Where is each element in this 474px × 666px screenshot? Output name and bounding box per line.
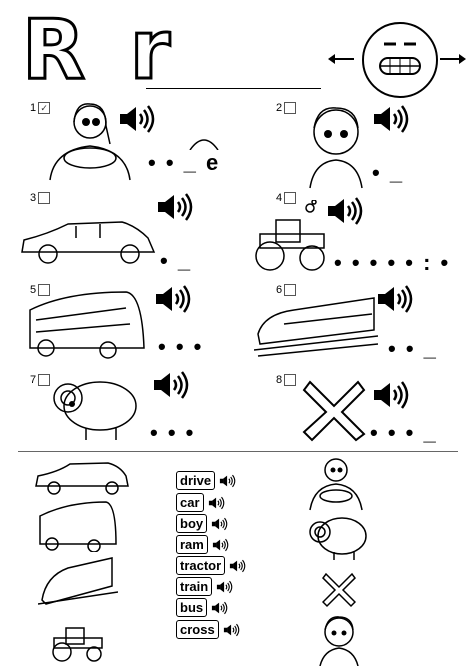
exercise-5-pattern: • • • — [158, 334, 204, 359]
speaker-icon[interactable] — [118, 104, 158, 134]
train-icon — [38, 557, 118, 605]
checkbox-icon[interactable] — [38, 192, 51, 204]
girl-driving-icon — [309, 458, 363, 511]
checkbox-icon[interactable] — [38, 374, 51, 386]
word-label: bus — [176, 598, 208, 617]
ram-icon — [53, 381, 137, 440]
word-item[interactable]: cross — [176, 620, 241, 639]
checkbox-icon[interactable] — [284, 192, 297, 204]
exercise-4-number: 4 — [276, 192, 297, 204]
exercise-1-pattern: • • _ e — [148, 150, 221, 175]
word-label: boy — [176, 514, 208, 533]
checkbox-icon[interactable] — [284, 102, 297, 114]
exercise-7-number: 7 — [30, 374, 51, 386]
exercise-8-number: 8 — [276, 374, 297, 386]
name-write-line — [146, 88, 321, 89]
exercise-7-pattern: • • • — [150, 420, 196, 445]
exercise-3-number: 3 — [30, 192, 51, 204]
word-item[interactable]: ram — [176, 535, 230, 554]
checkbox-icon[interactable]: ✓ — [38, 102, 51, 114]
boy-icon — [319, 616, 359, 666]
speaker-icon[interactable] — [219, 474, 237, 488]
speaker-icon[interactable] — [223, 623, 241, 637]
exercise-6-number: 6 — [276, 284, 297, 296]
exercise-5-number: 5 — [30, 284, 51, 296]
speaker-icon[interactable] — [372, 380, 412, 410]
word-label: ram — [176, 535, 208, 554]
speaker-icon[interactable] — [154, 284, 194, 314]
title-letters: R r — [20, 3, 179, 98]
speaker-icon[interactable] — [216, 580, 234, 594]
exercise-8-pattern: • • • _ — [370, 420, 438, 445]
section-divider — [18, 451, 458, 452]
word-item[interactable]: bus — [176, 598, 229, 617]
word-item[interactable]: car — [176, 493, 226, 512]
arc-hint-icon — [189, 139, 219, 150]
speaker-icon[interactable] — [376, 284, 416, 314]
boy-icon — [309, 107, 363, 189]
bus-icon — [29, 291, 145, 359]
arrow-right-icon — [440, 54, 466, 64]
speaker-icon[interactable] — [152, 370, 192, 400]
word-label: car — [176, 493, 204, 512]
checkbox-icon[interactable] — [38, 284, 51, 296]
exercise-3-pattern: • _ — [160, 248, 193, 273]
speaker-icon[interactable] — [211, 517, 229, 531]
girl-driving-icon — [49, 103, 131, 181]
train-icon — [254, 297, 378, 357]
exercise-6-pattern: • • _ — [388, 336, 438, 361]
speaker-icon[interactable] — [372, 104, 412, 134]
word-label: train — [176, 577, 213, 596]
word-item[interactable]: boy — [176, 514, 229, 533]
grimace-face-icon — [362, 22, 438, 98]
speaker-icon[interactable] — [208, 496, 226, 510]
cross-icon — [322, 572, 356, 608]
exercise-4-pattern: • • • • • : • — [334, 250, 451, 275]
tractor-icon — [52, 627, 103, 662]
speaker-icon[interactable] — [229, 559, 247, 573]
bus-icon — [39, 501, 117, 552]
checkbox-icon[interactable] — [284, 284, 297, 296]
tractor-icon — [255, 200, 325, 271]
car-icon — [35, 462, 129, 495]
word-label: cross — [176, 620, 219, 639]
exercise-2-number: 2 — [276, 102, 297, 114]
word-item[interactable]: tractor — [176, 556, 247, 575]
word-label: drive — [176, 471, 216, 490]
cross-icon — [302, 380, 366, 442]
speaker-icon[interactable] — [212, 538, 230, 552]
exercise-2-pattern: • _ — [372, 160, 405, 185]
exercise-1-number: 1✓ — [30, 102, 51, 114]
arrow-left-icon — [328, 54, 354, 64]
speaker-icon[interactable] — [326, 196, 366, 226]
word-label: tractor — [176, 556, 226, 575]
speaker-icon[interactable] — [156, 192, 196, 222]
speaker-icon[interactable] — [211, 601, 229, 615]
checkbox-icon[interactable] — [284, 374, 297, 386]
word-item[interactable]: drive — [176, 471, 237, 490]
car-icon — [21, 221, 156, 264]
ram-icon — [309, 517, 367, 560]
word-item[interactable]: train — [176, 577, 234, 596]
